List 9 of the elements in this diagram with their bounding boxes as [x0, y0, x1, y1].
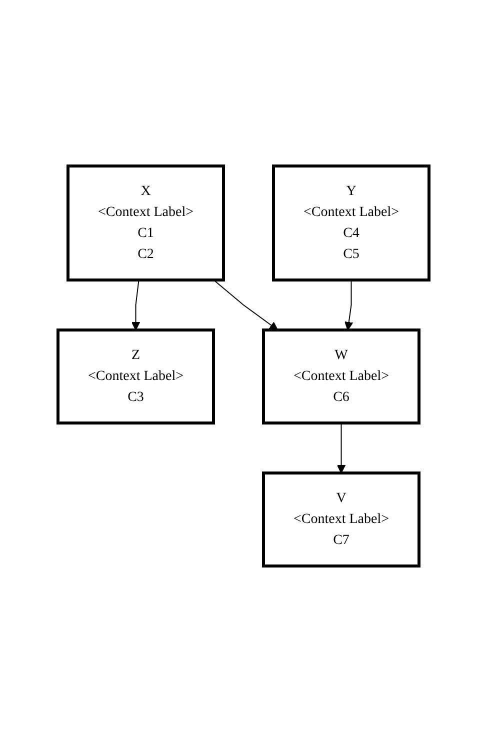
node-box: Y <Context Label> C4 C5 [272, 164, 430, 282]
node-box: Z <Context Label> C3 [56, 328, 214, 424]
arrow [336, 422, 346, 474]
node-box: V <Context Label> C7 [262, 472, 420, 568]
arrow [212, 280, 278, 330]
arrow [344, 280, 353, 330]
node-box: W <Context Label> C6 [262, 328, 420, 424]
arrow [130, 280, 140, 330]
node-box: X <Context Label> C1 C2 [66, 164, 224, 282]
